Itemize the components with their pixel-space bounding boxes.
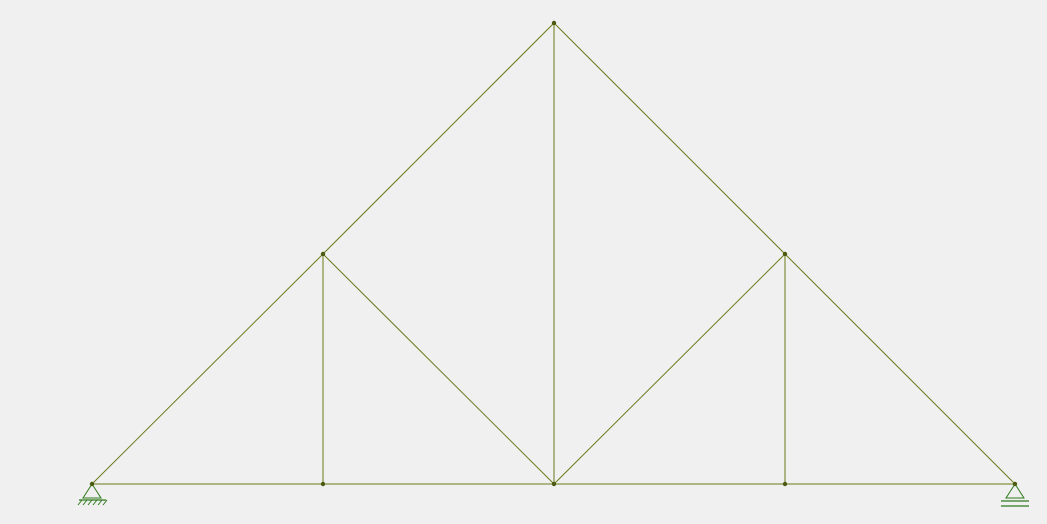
truss-member-top-chord-n7-n8: [553, 22, 786, 255]
left-support-node-n1: [89, 481, 95, 487]
truss-member-top-chord-n1-n6: [91, 253, 324, 485]
pinned-support-n1: [77, 483, 108, 506]
support-hatch-line: [82, 499, 88, 506]
truss-member-top-chord-n6-n7: [322, 22, 555, 255]
support-hatch-line: [77, 499, 83, 506]
nodes-layer: [89, 20, 1018, 487]
truss-member-diagonal-n3-n8: [553, 253, 786, 485]
top-chord-node-n6: [320, 251, 326, 257]
bottom-center-node-n3: [551, 481, 557, 487]
truss-member-diagonal-n6-n3: [322, 253, 555, 485]
roller-support-n5: [1001, 483, 1029, 507]
support-hatch-line: [97, 499, 103, 506]
bottom-chord-node-n4: [782, 481, 788, 487]
support-hatch-line: [102, 499, 108, 506]
supports-layer: [77, 483, 1029, 507]
members-layer: [91, 22, 1016, 485]
support-triangle: [82, 483, 102, 499]
bottom-chord-node-n2: [320, 481, 326, 487]
apex-node-n7: [551, 20, 557, 26]
top-chord-node-n8: [782, 251, 788, 257]
right-support-node-n5: [1012, 481, 1018, 487]
support-hatch-line: [87, 499, 93, 506]
support-hatch-line: [92, 499, 98, 506]
support-triangle: [1005, 483, 1025, 499]
truss-member-top-chord-n8-n5: [784, 253, 1016, 485]
